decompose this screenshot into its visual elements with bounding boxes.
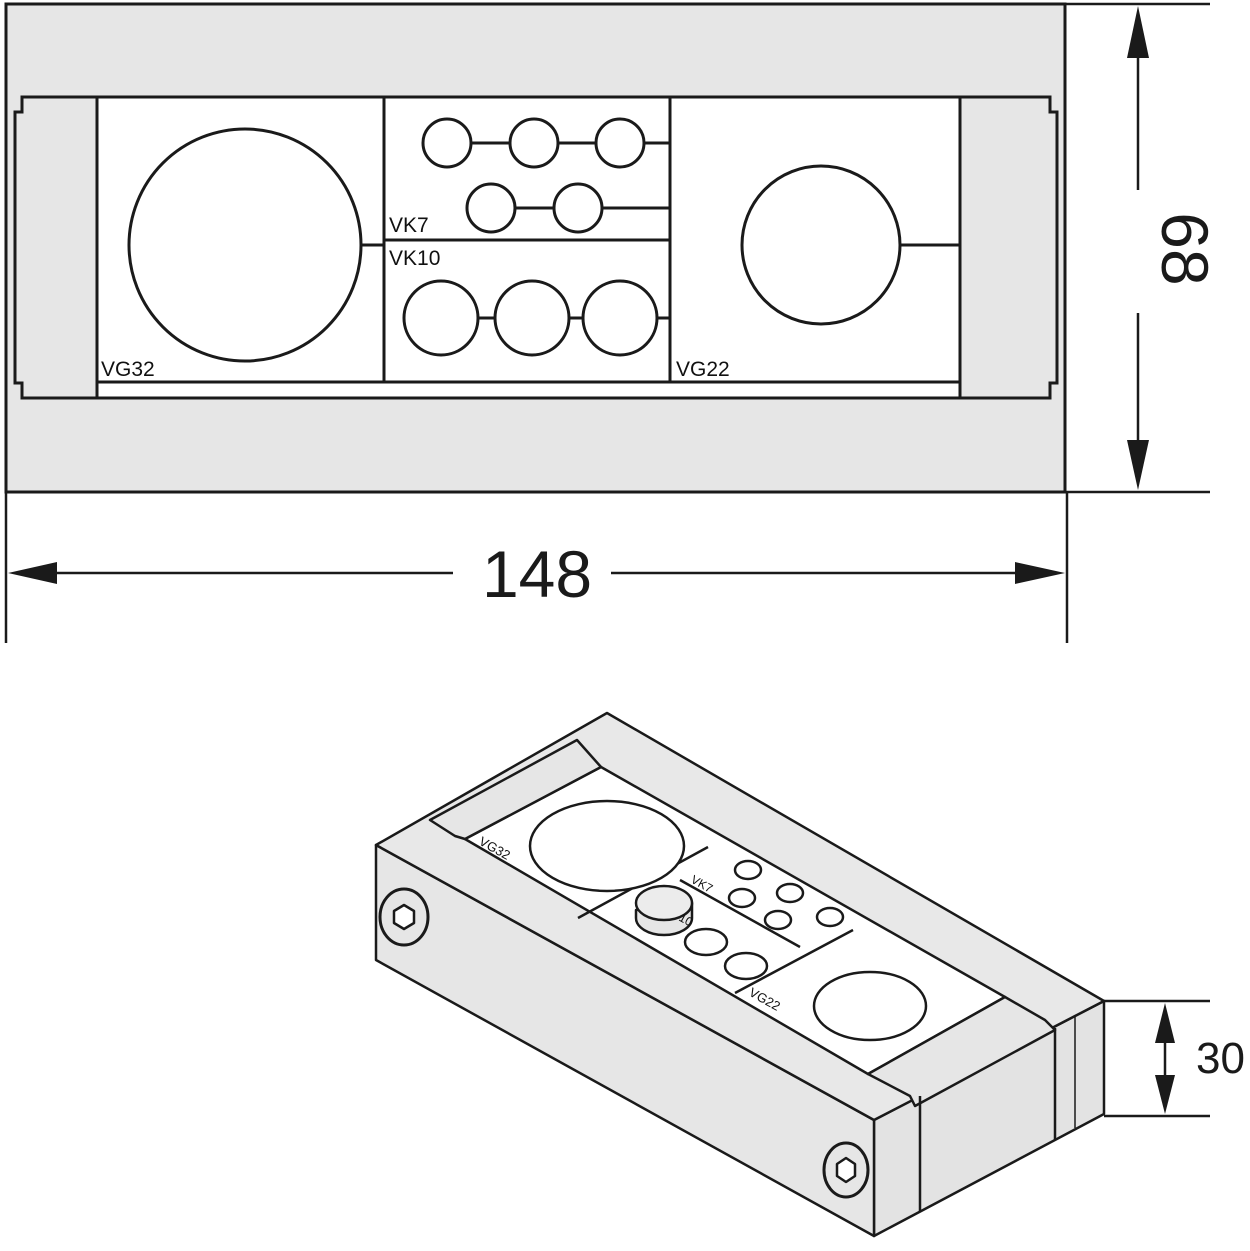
iso-vg32-hole xyxy=(528,799,686,893)
iso-insert-divider-mid xyxy=(679,878,801,949)
arrow-left-icon xyxy=(8,562,57,584)
dimension-30-value: 30 xyxy=(1196,1034,1245,1083)
arrow-up-icon xyxy=(1127,6,1149,58)
iso-vk10-hole-1 xyxy=(683,927,729,957)
iso-vg22-hole xyxy=(812,970,928,1042)
arrow-right-icon xyxy=(1015,562,1065,584)
arrow-up-icon xyxy=(1155,1003,1175,1043)
iso-label-vk10: 10 xyxy=(677,910,696,929)
iso-clamp-left xyxy=(428,738,603,841)
dimension-148 xyxy=(4,492,1069,643)
isometric-view xyxy=(374,711,1106,1238)
clamp-bar-right xyxy=(958,95,1059,400)
label-vk10: VK10 xyxy=(389,247,440,270)
iso-vk7-hole-3 xyxy=(727,887,757,909)
top-view xyxy=(4,2,1067,494)
iso-vk7-hole-4 xyxy=(763,909,793,931)
clamp-bar-left xyxy=(13,95,99,400)
dimension-30 xyxy=(1104,999,1210,1118)
arrow-down-icon xyxy=(1155,1075,1175,1114)
arrow-down-icon xyxy=(1127,440,1149,490)
label-vk7: VK7 xyxy=(389,214,429,237)
label-vg32: VG32 xyxy=(101,358,155,381)
hex-socket-icon xyxy=(835,1156,857,1184)
hex-socket-icon xyxy=(392,903,416,931)
label-vg22: VG22 xyxy=(676,358,730,381)
dimension-148-value: 148 xyxy=(482,537,592,611)
iso-vk7-hole-5 xyxy=(815,906,845,928)
iso-vk7-hole-1 xyxy=(733,859,763,881)
iso-insert-divider-2 xyxy=(734,928,854,995)
iso-vk7-hole-2 xyxy=(775,882,805,904)
dimension-68-value: 68 xyxy=(1148,212,1222,285)
iso-plug-top xyxy=(634,884,694,922)
iso-vk10-hole-2 xyxy=(723,951,769,981)
dimension-68 xyxy=(1065,2,1210,494)
